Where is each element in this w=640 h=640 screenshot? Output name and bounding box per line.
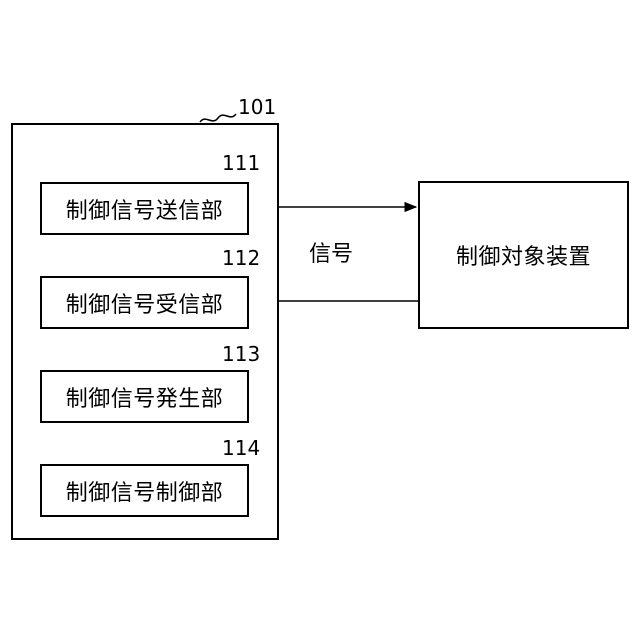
control-signal-controller-label: 制御信号制御部 <box>66 475 224 507</box>
control-signal-receiver-box: 制御信号受信部 <box>40 276 249 329</box>
ref-number-111: 111 <box>222 153 260 173</box>
ref-number-112: 112 <box>222 248 260 268</box>
ref-number-101: 101 <box>238 97 276 117</box>
control-signal-transmitter-box: 制御信号送信部 <box>40 182 249 235</box>
leader-line-101 <box>200 114 236 122</box>
control-signal-generator-label: 制御信号発生部 <box>66 381 224 413</box>
controlled-device-label: 制御対象装置 <box>456 239 591 271</box>
control-signal-generator-box: 制御信号発生部 <box>40 370 249 423</box>
control-signal-transmitter-label: 制御信号送信部 <box>66 193 224 225</box>
signal-label: 信号 <box>309 244 353 266</box>
ref-number-114: 114 <box>222 438 260 458</box>
control-signal-controller-box: 制御信号制御部 <box>40 464 249 517</box>
ref-number-113: 113 <box>222 344 260 364</box>
controlled-device-box: 制御対象装置 <box>418 181 629 329</box>
control-signal-receiver-label: 制御信号受信部 <box>66 287 224 319</box>
